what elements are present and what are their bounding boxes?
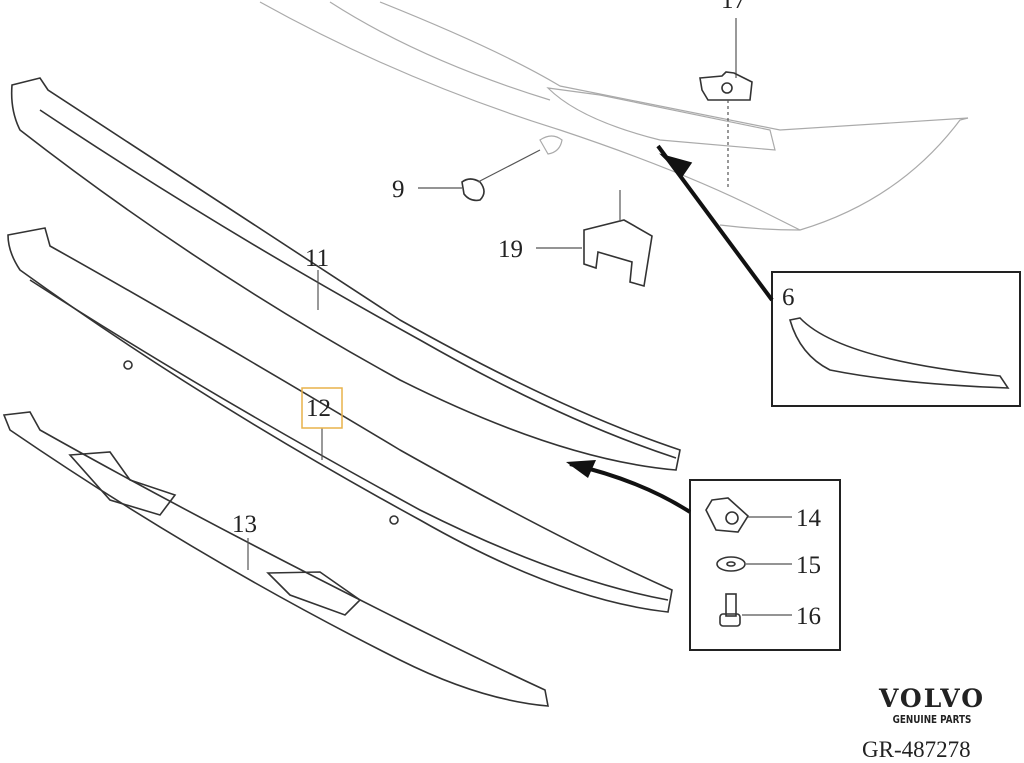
trim-strip-11 [10,77,681,471]
callout-14[interactable]: 14 [796,505,822,532]
volvo-genuine-parts-logo: VOLVO GENUINE PARTS [862,686,1002,728]
inset-box-6 [656,144,1021,407]
plug-9 [418,135,563,202]
bumper-cover-outline [259,1,969,231]
diagram-reference: GR-487278 [862,737,971,762]
callout-17[interactable]: 17 [721,0,746,14]
genuine-parts-text: GENUINE PARTS [892,713,972,726]
volvo-logo-text: VOLVO [878,684,986,713]
callout-16[interactable]: 16 [796,603,821,630]
selected-part-highlight [301,387,343,429]
callout-12[interactable]: 12 [306,395,331,422]
clip-17 [699,18,753,190]
callout-6[interactable]: 6 [782,284,795,311]
trim-strip-13 [2,411,549,707]
inset-box-fasteners [566,460,841,651]
callout-9[interactable]: 9 [392,176,405,203]
callout-11[interactable]: 11 [305,245,329,272]
callout-13[interactable]: 13 [232,511,257,538]
callout-15[interactable]: 15 [796,552,821,579]
bracket-19 [536,190,653,288]
trim-strip-12 [7,227,673,613]
callout-19[interactable]: 19 [498,236,523,263]
